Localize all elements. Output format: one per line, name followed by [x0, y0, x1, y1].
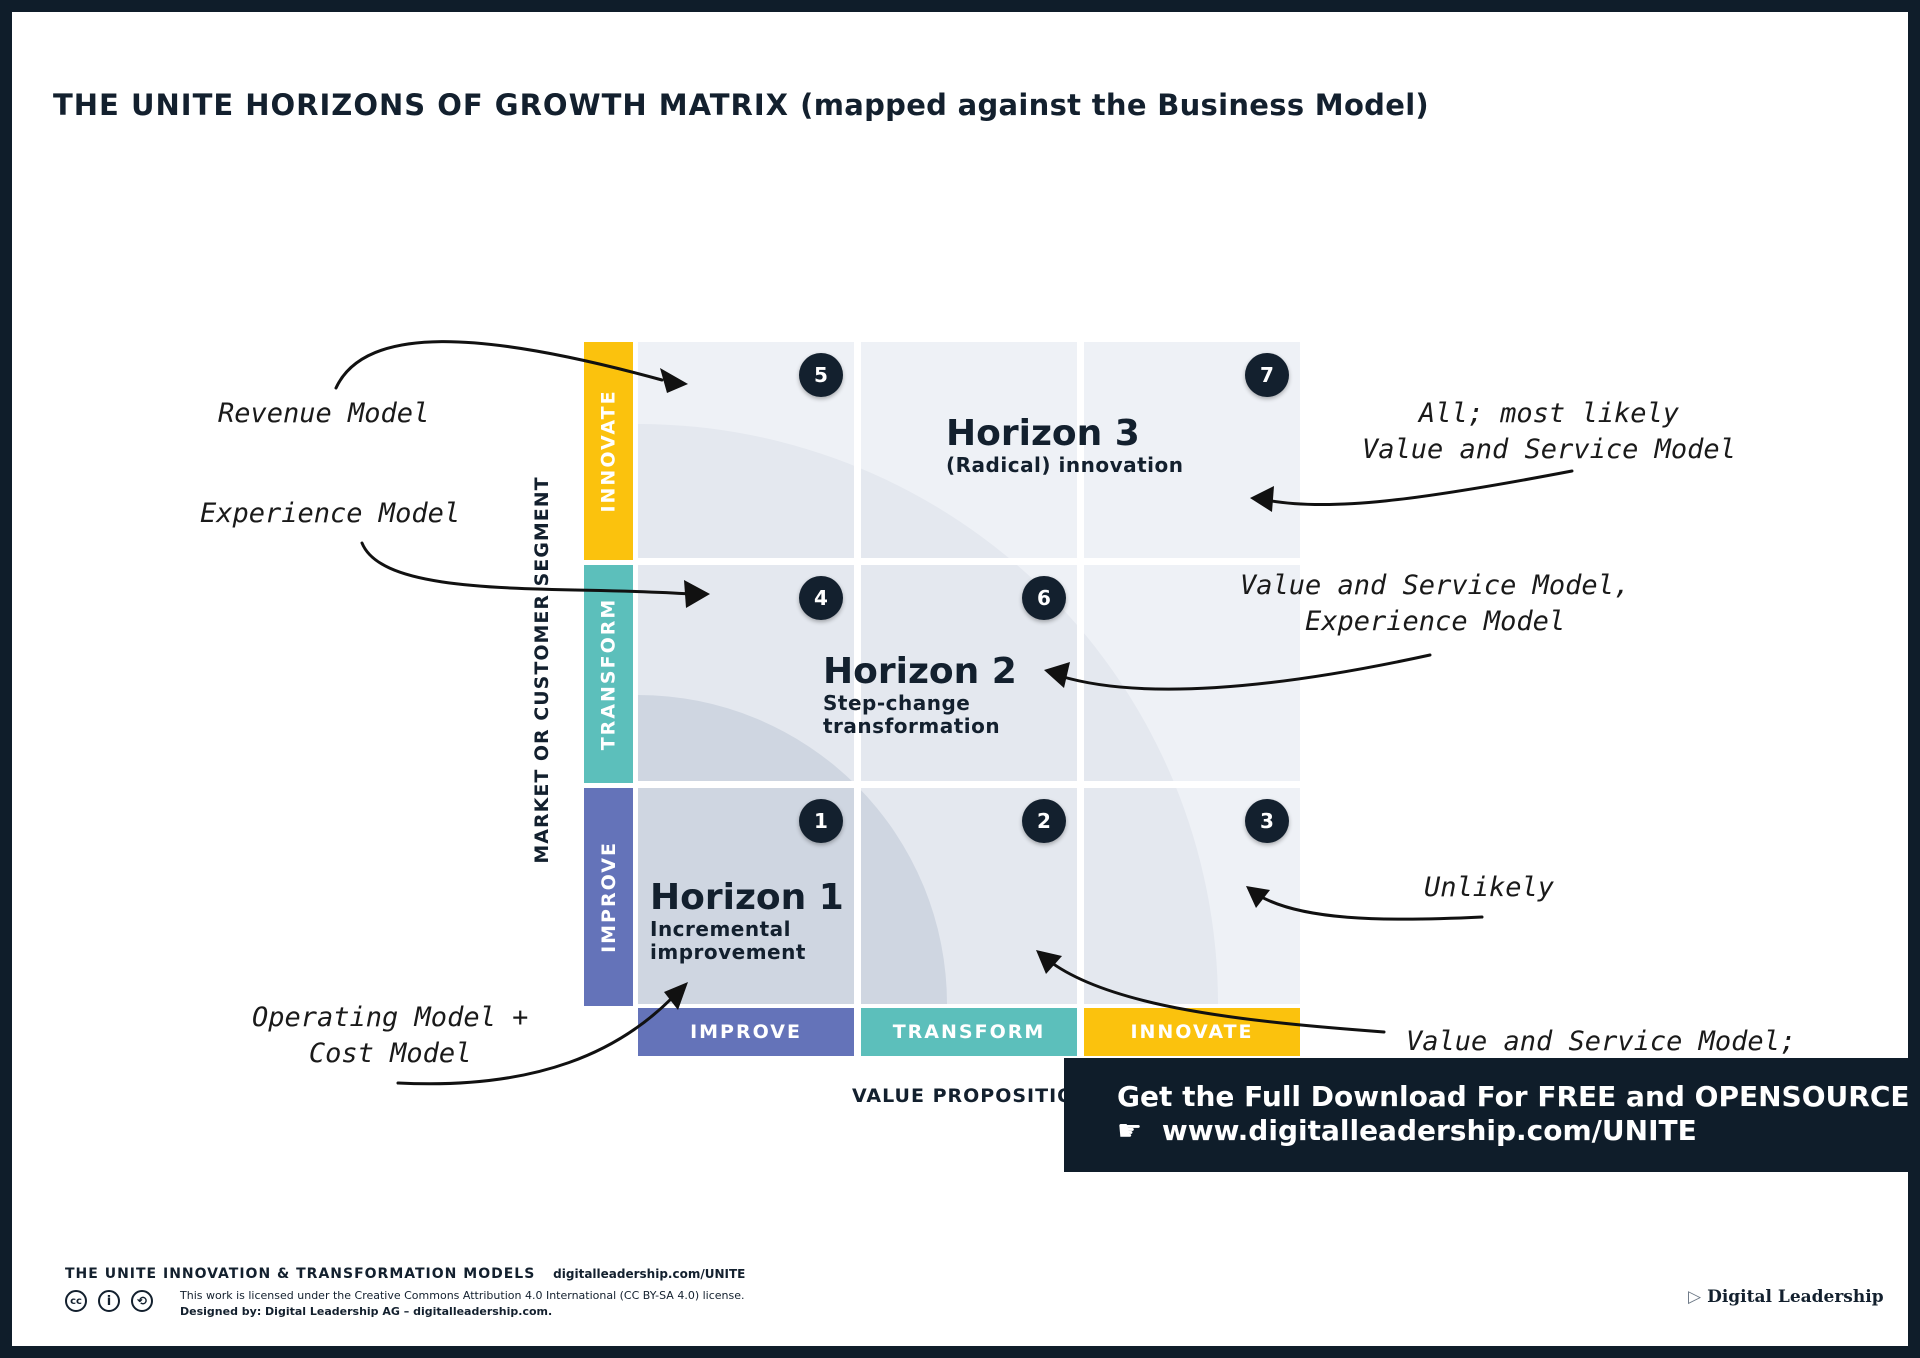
banner-url-link[interactable]: www.digitalleadership.com/UNITE [1161, 1114, 1697, 1147]
horizon-2-title: Horizon 2 [823, 651, 1017, 692]
horizon-3-desc: (Radical) innovation [946, 453, 1184, 477]
cell-number-1: 1 [799, 799, 843, 843]
annotation-operating-line-2: Cost Model [308, 1038, 472, 1069]
cc-license-icon: cc [65, 1290, 87, 1312]
cell-number-7: 7 [1245, 353, 1289, 397]
page-title: THE UNITE HORIZONS OF GROWTH MATRIX (map… [53, 88, 1429, 122]
x-axis-label: VALUE PROPOSITIO [852, 1085, 1075, 1107]
banner-line-2[interactable]: ☛ www.digitalleadership.com/UNITE [1117, 1114, 1697, 1147]
cell-number-3: 3 [1245, 799, 1289, 843]
annotation-value-service-experience: Value and Service Model, Experience Mode… [1240, 568, 1630, 640]
cell-number-4: 4 [799, 576, 843, 620]
horizon-2-desc-1: Step-change [823, 691, 971, 715]
annotation-unlikely: Unlikely [1424, 872, 1555, 903]
y-axis-text: MARKET OR CUSTOMER SEGMENT [531, 476, 553, 864]
annotation-operating-line-1: Operating Model + [252, 1002, 529, 1033]
title-main: THE UNITE HORIZONS OF GROWTH MATRIX [53, 88, 790, 122]
attribution-icon: i [98, 1290, 120, 1312]
col-bar-innovate: INNOVATE [1084, 1008, 1300, 1056]
horizon-3-label: Horizon 3 (Radical) innovation [946, 414, 1184, 477]
annotation-all-line-1: All; most likely [1418, 398, 1679, 429]
horizon-3-title: Horizon 3 [946, 413, 1140, 454]
row-bar-innovate: INNOVATE [584, 342, 633, 560]
annotation-experience-model: Experience Model [200, 498, 461, 529]
row-label-improve: IMPROVE [597, 841, 620, 953]
cell-number-5: 5 [799, 353, 843, 397]
pointing-hand-icon: ☛ [1117, 1114, 1143, 1147]
cell-number-6: 6 [1022, 576, 1066, 620]
footer-series-title: THE UNITE INNOVATION & TRANSFORMATION MO… [65, 1266, 536, 1282]
brand-name: Digital Leadership [1707, 1287, 1884, 1307]
row-label-innovate: INNOVATE [597, 389, 620, 513]
horizon-1-desc-2: improvement [650, 940, 806, 964]
horizon-2-label: Horizon 2 Step-change transformation [823, 652, 1017, 738]
footer-url-link[interactable]: digitalleadership.com/UNITE [553, 1267, 746, 1281]
horizon-1-title: Horizon 1 [650, 877, 844, 918]
license-line: This work is licensed under the Creative… [180, 1289, 745, 1302]
col-bar-improve: IMPROVE [638, 1008, 854, 1056]
share-alike-icon: ⟲ [131, 1290, 153, 1312]
col-bar-transform: TRANSFORM [861, 1008, 1077, 1056]
annotation-all-line-2: Value and Service Model [1362, 434, 1736, 465]
designed-by-line: Designed by: Digital Leadership AG – dig… [180, 1305, 553, 1318]
annotation-vs-line-2: Experience Model [1305, 606, 1566, 637]
cell-number-2: 2 [1022, 799, 1066, 843]
horizon-1-label: Horizon 1 Incremental improvement [650, 878, 844, 964]
horizon-2-desc-2: transformation [823, 714, 1001, 738]
banner-line-1: Get the Full Download For FREE and OPENS… [1117, 1080, 1910, 1113]
annotation-vs-line-1: Value and Service Model, [1240, 570, 1631, 601]
annotation-operating-model: Operating Model + Cost Model [252, 1000, 528, 1072]
footer-series: THE UNITE INNOVATION & TRANSFORMATION MO… [65, 1266, 745, 1282]
horizon-1-desc-1: Incremental [650, 917, 792, 941]
license-text: This work is licensed under the Creative… [180, 1288, 745, 1320]
download-banner[interactable]: Get the Full Download For FREE and OPENS… [1064, 1058, 1910, 1172]
annotation-revenue-model: Revenue Model [218, 398, 430, 429]
annotation-value-service-bottom: Value and Service Model; [1406, 1026, 1797, 1057]
brand-logo: ▷Digital Leadership [1688, 1287, 1884, 1307]
row-bar-transform: TRANSFORM [584, 565, 633, 783]
title-sub: (mapped against the Business Model) [800, 88, 1429, 122]
annotation-all-most-likely: All; most likely Value and Service Model [1362, 396, 1736, 468]
row-label-transform: TRANSFORM [597, 597, 620, 751]
brand-chevron-icon: ▷ [1688, 1287, 1702, 1307]
row-bar-improve: IMPROVE [584, 788, 633, 1006]
